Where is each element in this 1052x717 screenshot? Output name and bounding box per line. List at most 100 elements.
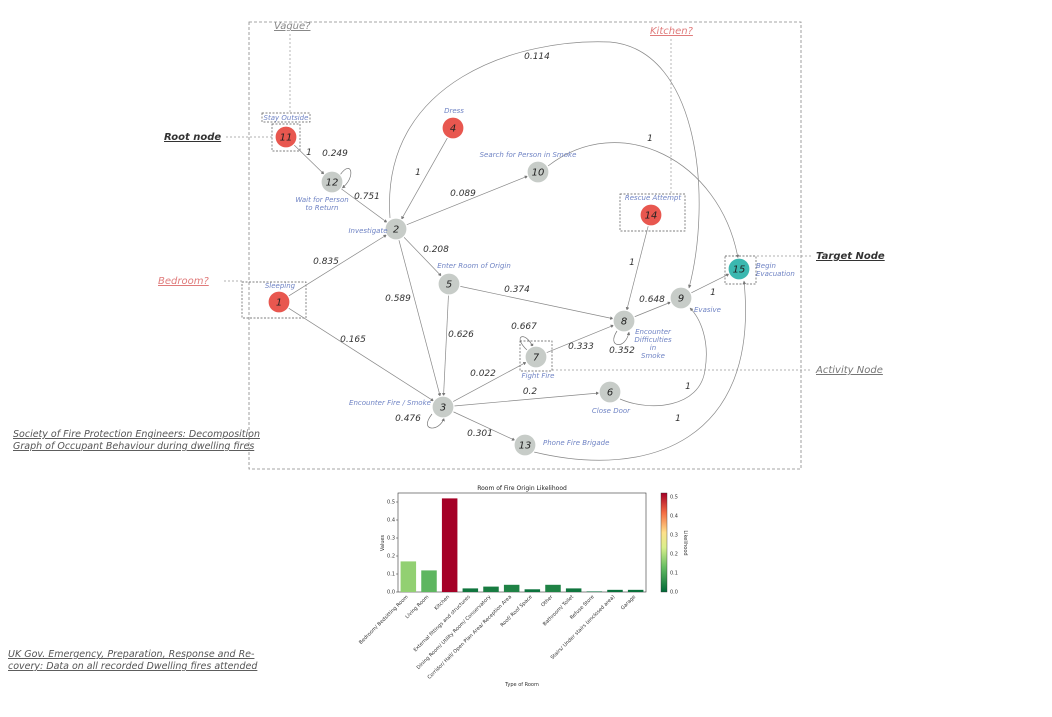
node-15[interactable] [727,257,751,281]
bar-2 [441,498,458,592]
edge-12-2 [340,188,388,223]
colorbar-tick-1: 0.1 [670,571,678,577]
edge-3-7 [452,361,527,403]
y-tick-label-0: 0.0 [387,590,395,596]
colorbar-tick-2: 0.2 [670,552,678,558]
bar-0 [400,561,417,592]
node-label-7: Fight Fire [522,372,555,380]
x-tick-label-0: Bedroom/ Bedsitting Room [358,594,410,646]
node-id-4: 4 [450,124,456,135]
bar-10 [607,589,623,592]
node-8[interactable] [612,309,636,333]
edge-weight-7-7: 0.667 [511,322,537,332]
node-label-9: Evasive [694,306,721,314]
colorbar [660,492,668,593]
edge-10-15 [547,142,740,259]
node-label-13: Phone Fire Brigade [543,439,609,447]
node-4[interactable] [441,116,465,140]
node-label-3: Encounter Fire / Smoke [349,399,431,407]
edge-6-9 [619,307,707,407]
node-id-13: 13 [519,441,532,452]
edge-weight-12-12: 0.249 [322,149,348,159]
annotation-target-node: Target Node [816,251,885,262]
x-tick-label-4: Dining Room/ Utility Room/ Conservatory [416,594,493,671]
edge-weight-2-3: 0.589 [385,294,411,304]
y-tick-label-2: 0.2 [387,554,395,560]
node-id-8: 8 [621,317,627,328]
edge-weight-11-12: 1 [306,148,312,158]
x-tick-label-2: Kitchen [434,594,452,612]
node-14[interactable] [639,203,663,227]
node-10[interactable] [526,160,550,184]
edge-weight-2-9: 0.114 [524,52,550,62]
node-12[interactable] [320,170,344,194]
node-id-12: 12 [326,178,339,189]
edge-weight-5-3: 0.626 [448,330,474,340]
node-1[interactable] [267,290,291,314]
bar-3 [462,588,479,592]
chart-source-line-2: covery: Data on all recorded Dwelling fi… [8,661,258,672]
edge-weight-10-15: 1 [647,134,653,144]
edge-12-12 [339,168,352,189]
node-9[interactable] [669,286,693,310]
node-label-5: Enter Room of Origin [437,262,511,270]
node-11[interactable] [274,125,298,149]
node-id-5: 5 [446,280,452,291]
edge-weight-2-10: 0.089 [450,189,476,199]
edge-3-6 [453,391,600,407]
colorbar-tick-4: 0.4 [670,514,678,520]
edge-13-15 [533,280,747,461]
node-id-7: 7 [533,353,540,364]
edge-4-2 [401,137,448,220]
edge-5-3 [441,294,449,397]
node-id-15: 15 [733,265,746,276]
node-label-1: Sleeping [265,282,296,290]
colorbar-tick-3: 0.3 [670,533,678,539]
chart-xlabel: Type of Room [504,682,539,688]
chart-bars [400,498,644,592]
node-id-9: 9 [678,294,684,305]
edge-weight-7-8: 0.333 [568,342,594,352]
annotation-vague: Vague? [274,21,311,32]
node-6[interactable] [598,380,622,404]
annotation-bedroom: Bedroom? [158,276,209,287]
node-3[interactable] [431,395,455,419]
edge-weight-1-2: 0.835 [313,257,339,267]
bar-chart: Room of Fire Origin Likelihood Values Ty… [8,485,688,688]
node-id-1: 1 [276,298,282,309]
edge-weight-3-3: 0.476 [395,414,421,424]
edge-weight-2-5: 0.208 [423,245,449,255]
node-2[interactable] [384,217,408,241]
edge-weight-12-2: 0.751 [354,192,380,202]
bar-1 [421,570,437,592]
edge-2-9 [389,41,700,289]
graph-frame [248,21,802,470]
edge-weight-4-2: 1 [415,168,421,178]
node-13[interactable] [513,433,537,457]
edge-weight-3-7: 0.022 [470,369,496,379]
edge-7-8 [546,324,615,354]
edge-7-7 [519,336,534,351]
annotation-bedroom-box [241,281,307,319]
annotation-activity-box [519,340,553,372]
chart-yticks: 0.00.10.20.30.40.5 [387,500,398,596]
edge-2-10 [406,175,529,226]
edge-1-2 [288,234,387,297]
node-label-6: Close Door [592,407,631,415]
y-tick-label-5: 0.5 [387,500,395,506]
edge-weight-3-6: 0.2 [523,387,538,397]
edge-3-13 [452,411,516,441]
bar-4 [483,586,499,592]
bar-9 [586,591,603,592]
node-5[interactable] [437,272,461,296]
node-7[interactable] [524,345,548,369]
x-tick-label-11: Garage [620,594,637,611]
node-id-10: 10 [532,168,545,179]
